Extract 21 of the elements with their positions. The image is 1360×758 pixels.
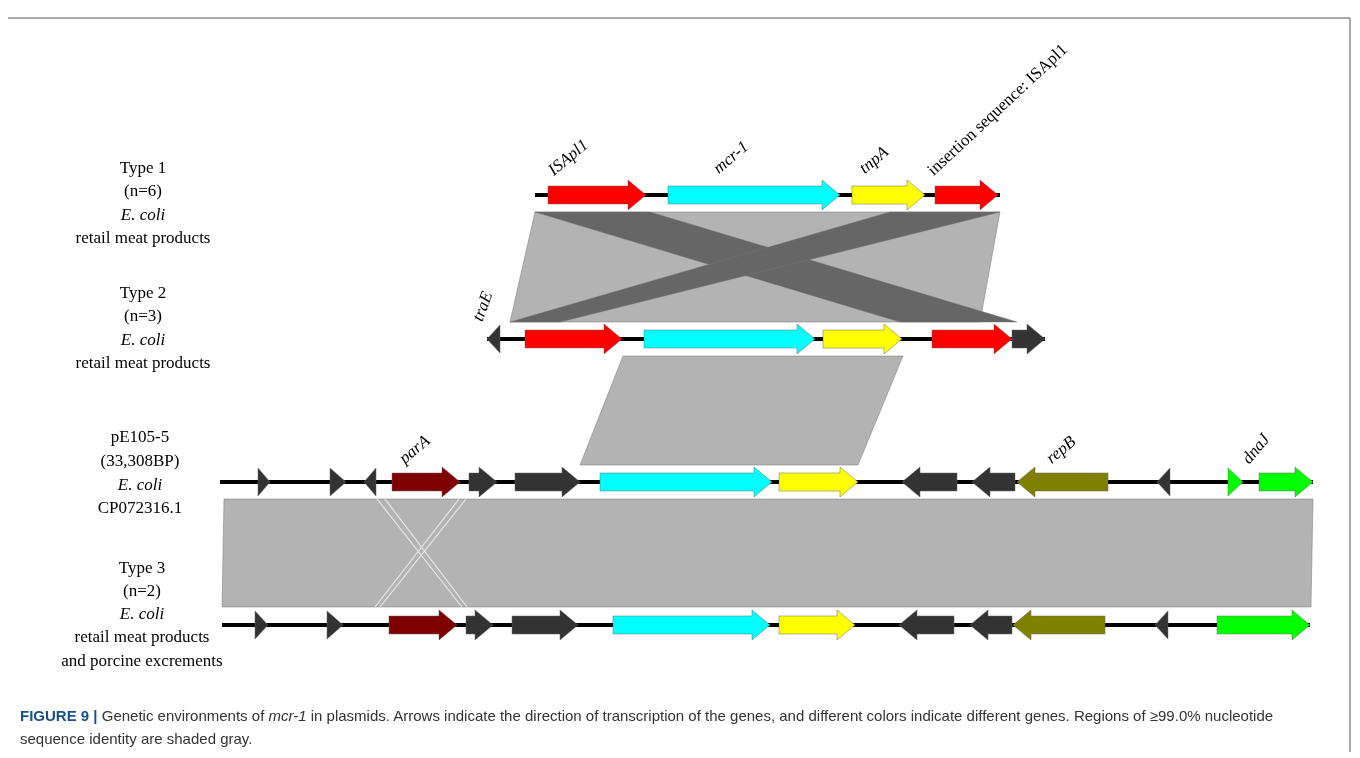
track-label: pE105-5 [109,427,171,447]
gene-label: repB [1042,431,1080,468]
track-label: (n=6) [123,181,163,201]
track-label: and porcine excrements [60,651,224,671]
track-label: retail meat products [74,353,212,373]
gene-label: tnpA [855,142,893,178]
track-label: CP072316.1 [96,498,184,518]
track-label: Type 2 [118,283,168,303]
track-label: E. coli [119,205,167,225]
figure-caption: FIGURE 9 | Genetic environments of mcr-1 in plasmids. Arrows indicate the direction of transcription of the genes, and different colors indicate different genes. Regions of ≥99.0% nucleotide sequence identity are shaded gray. [20,706,1275,749]
gene-label: traE [468,288,498,324]
track-label: (n=2) [122,581,162,601]
track-label: retail meat products [73,627,211,647]
track-label: (33,308BP) [99,451,181,471]
track-label: E. coli [119,330,167,350]
track-label: E. coli [116,475,164,495]
track-label: (n=3) [123,306,163,326]
track-label: retail meat products [74,228,212,248]
track-label: Type 1 [118,158,168,178]
track-label: Type 3 [117,558,167,578]
track-label: E. coli [118,604,166,624]
